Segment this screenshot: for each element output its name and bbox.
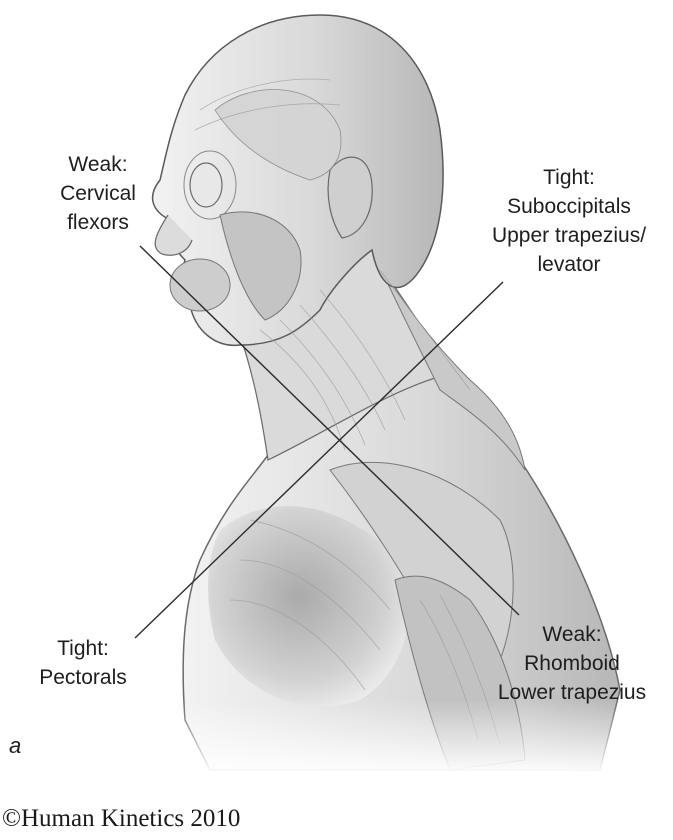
label-line: Suboccipitals <box>474 192 664 221</box>
label-line: Upper trapezius/ <box>474 221 664 250</box>
label-line: Weak: <box>37 150 159 179</box>
mouth-muscle-shape <box>170 259 230 311</box>
panel-letter: a <box>9 733 21 759</box>
label-line: Cervical <box>37 179 159 208</box>
label-line: levator <box>474 250 664 279</box>
label-weak-rhomboid: Weak: Rhomboid Lower trapezius <box>472 620 672 707</box>
label-line: Weak: <box>472 620 672 649</box>
label-weak-cervical-flexors: Weak: Cervical flexors <box>37 150 159 237</box>
label-line: Pectorals <box>18 663 148 692</box>
label-line: Rhomboid <box>472 649 672 678</box>
label-line: Tight: <box>474 163 664 192</box>
bottom-fade <box>170 700 640 775</box>
label-line: Tight: <box>18 634 148 663</box>
copyright-notice: ©Human Kinetics 2010 <box>2 805 240 833</box>
label-tight-pectorals: Tight: Pectorals <box>18 634 148 692</box>
eye-shape <box>190 163 222 207</box>
label-line: flexors <box>37 208 159 237</box>
label-line: Lower trapezius <box>472 678 672 707</box>
label-tight-suboccipitals: Tight: Suboccipitals Upper trapezius/ le… <box>474 163 664 279</box>
